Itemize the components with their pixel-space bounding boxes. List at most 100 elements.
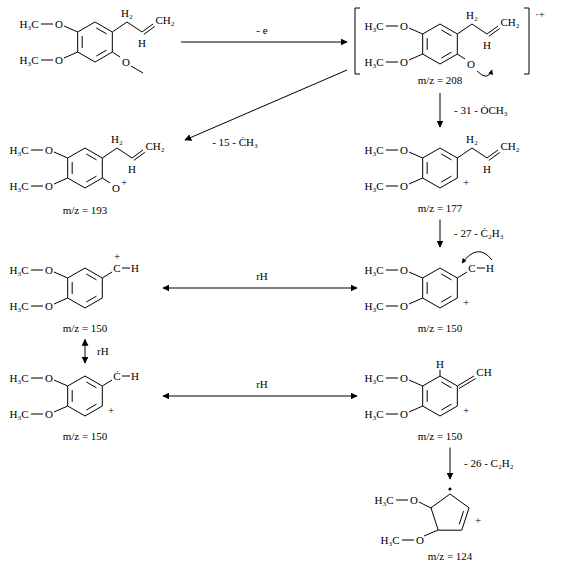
structure-node: H₃COH₃COH₂CH₂HO+m/z = 193 (6, 130, 182, 219)
bond-line (427, 162, 428, 174)
bond-line (54, 272, 68, 278)
structure-node: H₃COH₃CO+ĊHm/z = 150 (6, 366, 160, 445)
atom-label: H₃C (380, 535, 399, 546)
step-label: - e (254, 24, 269, 36)
bond-line (441, 382, 451, 388)
bond-line (102, 178, 110, 183)
bond-line (144, 26, 155, 34)
bond-line (441, 176, 451, 182)
mass-label: m/z = 150 (63, 431, 108, 442)
atom-label: H₃C (9, 301, 28, 312)
bond-line (427, 282, 428, 294)
bond-line (54, 298, 68, 304)
atom-label: H₂ (121, 8, 133, 19)
bond-line (96, 50, 106, 56)
bond-line (459, 379, 476, 389)
atom-label: H₂ (466, 10, 478, 21)
bond-line (86, 274, 96, 280)
atom-label: H (486, 263, 494, 274)
atom-label: H (131, 263, 139, 274)
radical-dot (448, 487, 451, 490)
atom-label: H₂ (466, 134, 478, 145)
bond-line (457, 54, 465, 59)
ring-outline (68, 148, 103, 188)
reaction-arrow (163, 288, 357, 289)
bond-line (427, 38, 428, 50)
curly-arrow (477, 70, 492, 76)
bracket (355, 8, 529, 74)
ring-outline (78, 22, 113, 62)
atom-label: CH (476, 367, 491, 378)
bond-line (86, 154, 96, 160)
bond-line (386, 306, 398, 307)
bond-line (127, 22, 142, 32)
atom-label: ·+ (535, 9, 545, 20)
reaction-arrow (85, 340, 86, 364)
ring-outline (431, 494, 469, 530)
bond-line (386, 270, 398, 271)
mass-label: m/z = 193 (63, 205, 108, 216)
mass-label: m/z = 150 (418, 323, 463, 334)
bond-line (409, 298, 423, 304)
atom-label: O (400, 301, 408, 312)
atom-label: H₃C (374, 495, 393, 506)
bond-line (122, 376, 130, 377)
mass-label: m/z = 208 (418, 75, 463, 86)
bond-line (54, 178, 68, 184)
structure-node: H₃COH₃COH₂CH₂HO·+m/z = 208 (350, 4, 560, 90)
bond-line (31, 378, 43, 379)
structure-drawing (355, 8, 529, 76)
bond-line (86, 382, 96, 388)
bond-line (386, 150, 398, 151)
atom-label: C (468, 263, 475, 274)
atom-label: H₃C (19, 19, 38, 30)
bond-line (31, 150, 43, 151)
atom-label: O (45, 265, 53, 276)
step-label: - 15 - ĊH₃ (210, 136, 260, 148)
bond-line (472, 148, 487, 158)
atom-label: H (128, 164, 136, 175)
atom-label: C (113, 263, 120, 274)
structure-node: H₃COH₃COC+Hm/z = 150 (6, 248, 160, 337)
atom-label: O (55, 19, 63, 30)
reaction-arrow (163, 396, 357, 397)
atom-label: CH₂ (500, 141, 519, 152)
atom-label: + (114, 251, 120, 262)
atom-label: H₃C (19, 55, 38, 66)
bond-line (457, 148, 472, 158)
bond-line (72, 390, 73, 402)
atom-label: O (400, 21, 408, 32)
bond-line (117, 148, 132, 158)
bond-line (487, 150, 498, 158)
curly-arrow (462, 252, 492, 263)
ring-outline (423, 148, 458, 188)
bond-line (112, 22, 127, 32)
bond-line (31, 306, 43, 307)
bond-line (409, 28, 423, 34)
atom-label: H (131, 371, 139, 382)
bond-line (487, 26, 498, 34)
reaction-arrow (181, 42, 347, 43)
structure-node: H₃COH₃CO+m/z = 124 (371, 482, 500, 565)
bond-line (41, 60, 53, 61)
atom-label: O (55, 55, 63, 66)
bond-line (396, 500, 408, 501)
reaction-arrow (450, 448, 451, 480)
bond-line (409, 406, 423, 412)
bond-line (72, 282, 73, 294)
bond-line (489, 28, 500, 36)
reaction-arrow (185, 70, 347, 140)
mass-label: m/z = 150 (418, 431, 463, 442)
atom-label: O (400, 57, 408, 68)
bond-line (457, 272, 467, 278)
bond-line (31, 270, 43, 271)
bond-line (132, 150, 143, 158)
bond-line (409, 152, 423, 158)
atom-label: H₃C (9, 181, 28, 192)
structure-drawing (396, 487, 469, 540)
atom-label: H (483, 40, 491, 51)
atom-label: H₃C (364, 265, 383, 276)
atom-label: O (122, 57, 130, 68)
